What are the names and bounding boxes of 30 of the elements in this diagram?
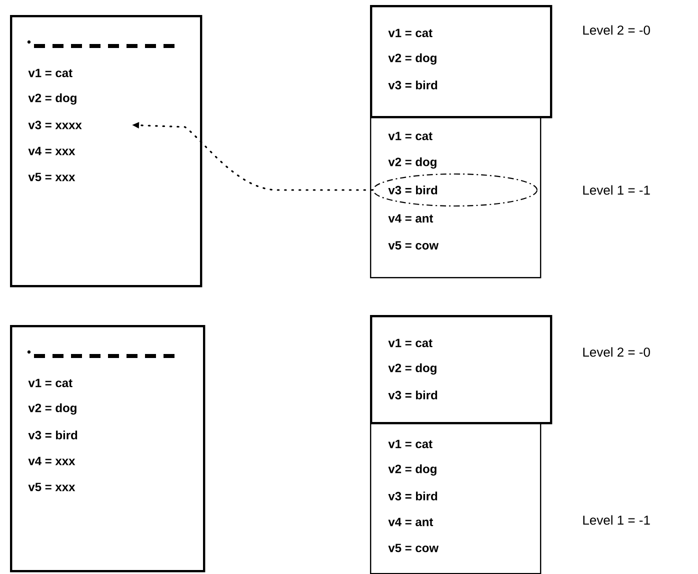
variable-text: v1 = cat (388, 28, 432, 38)
variable-text: v1 = cat (388, 132, 432, 140)
variable-text: v1 = cat (28, 378, 72, 388)
variable-text: v5 = cow (388, 241, 439, 250)
variable-text: v4 = xxx (28, 146, 76, 156)
variable-text: v3 = bird (388, 186, 438, 194)
level-label: Level 1 = -1 (583, 515, 650, 525)
variable-text: v3 = bird (388, 492, 438, 500)
level-label: Level 2 = -0 (583, 25, 650, 35)
variable-text: v3 = bird (388, 80, 438, 90)
variable-text: v5 = cow (388, 544, 439, 552)
variable-text: v2 = dog (388, 464, 436, 476)
variable-text: v2 = dog (388, 157, 436, 169)
variable-text: v3 = bird (388, 390, 438, 400)
variable-text: v2 = dog (28, 93, 76, 105)
variable-text: v5 = xxx (28, 172, 76, 182)
variable-text: v1 = cat (388, 440, 432, 448)
variable-text: v4 = xxx (28, 456, 76, 466)
level-label: Level 1 = -1 (583, 185, 650, 195)
variable-text: v2 = dog (388, 363, 436, 375)
variable-text: v1 = cat (388, 338, 432, 348)
variable-text: v5 = xxx (28, 482, 76, 492)
variable-text: v2 = dog (28, 403, 76, 415)
level-label: Level 2 = -0 (583, 347, 650, 357)
variable-text: v3 = xxxx (28, 120, 82, 130)
variable-text: v3 = bird (28, 430, 78, 440)
variable-text: v4 = ant (388, 214, 434, 223)
variable-text: v2 = dog (388, 53, 436, 65)
variable-text: v4 = ant (388, 518, 434, 526)
variable-text: v1 = cat (28, 68, 72, 78)
